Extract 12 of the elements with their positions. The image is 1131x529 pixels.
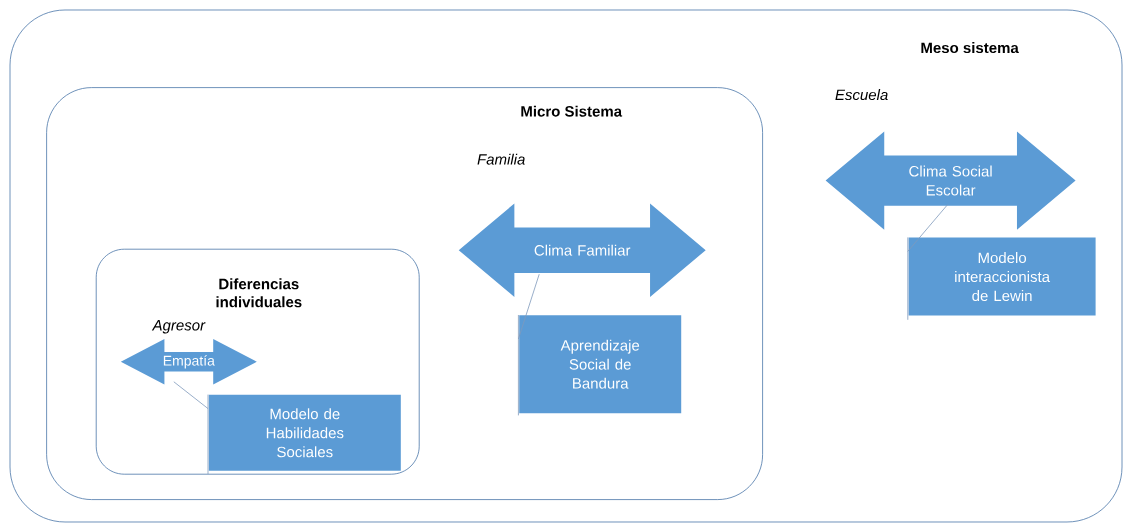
leader-line (173, 381, 209, 475)
subheading: Escuela (835, 89, 888, 101)
leader-line (518, 273, 540, 416)
model-box: Aprendizaje Social de Bandura (519, 315, 682, 414)
heading: Meso sistema (921, 42, 1019, 54)
heading: Diferencias individuales (216, 278, 302, 308)
leader-line (907, 204, 948, 321)
model-box: Modelo de Habilidades Sociales (208, 394, 401, 471)
subheading: Familia (477, 153, 525, 165)
subheading: Agresor (151, 320, 206, 334)
model-box: Modelo interaccionista de Lewin (908, 237, 1096, 316)
heading: Micro Sistema (521, 105, 623, 117)
